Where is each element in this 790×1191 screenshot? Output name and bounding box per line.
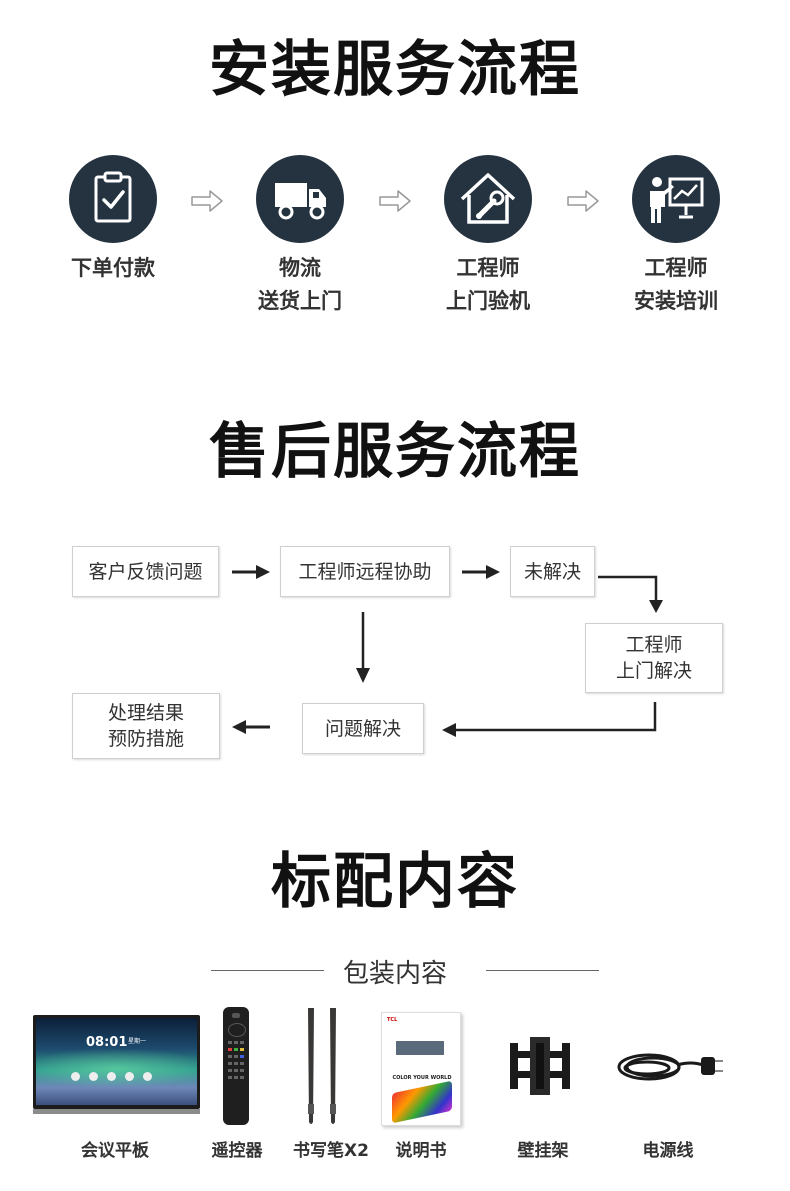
install-title: 安装服务流程 [209, 35, 581, 105]
step-label-training: 工程师 安装培训 [596, 252, 756, 318]
arrow-right-icon [567, 190, 599, 212]
screen-time: 08:01 [86, 1035, 128, 1050]
power-cord-image [617, 1053, 723, 1081]
wall-mount-bracket-image [510, 1037, 570, 1095]
item-label-wall-mount: 壁挂架 [517, 1141, 569, 1161]
arrow-down-icon [356, 612, 370, 683]
step-label-line1: 物流 [279, 256, 321, 280]
step-label-line2: 安装培训 [634, 289, 718, 313]
step-label-line1: 下单付款 [71, 256, 155, 280]
step-label-order: 下单付款 [33, 252, 193, 285]
remote-control-image [223, 1007, 249, 1125]
item-label-power-cord: 电源线 [642, 1141, 694, 1161]
step-label-line1: 工程师 [456, 256, 520, 280]
user-manual-image: TCL COLOR YOUR WORLD [381, 1012, 461, 1126]
aftersales-title: 售后服务流程 [209, 417, 581, 487]
box-customer-feedback: 客户反馈问题 [72, 546, 219, 597]
meeting-panel-image: 08:01 星期一 [33, 1015, 200, 1115]
box-onsite-line1: 工程师 [625, 634, 683, 656]
arrow-right-icon [379, 190, 411, 212]
truck-icon [256, 155, 344, 243]
contents-title: 标配内容 [271, 847, 519, 917]
item-label-panel: 会议平板 [81, 1141, 149, 1161]
box-result-prevention: 处理结果 预防措施 [72, 693, 220, 759]
box-remote-assist: 工程师远程协助 [280, 546, 450, 597]
step-label-inspect: 工程师 上门验机 [408, 252, 568, 318]
step-label-line1: 工程师 [644, 256, 708, 280]
step-label-line2: 送货上门 [258, 289, 342, 313]
step-label-line2: 上门验机 [446, 289, 530, 313]
item-label-remote: 遥控器 [211, 1141, 263, 1161]
arrow-right-icon [191, 190, 223, 212]
clipboard-check-icon [69, 155, 157, 243]
flow-connectors [232, 565, 663, 737]
manual-brand-logo: TCL [387, 1017, 398, 1023]
box-onsite-solve: 工程师 上门解决 [585, 623, 723, 693]
arrow-right-icon [462, 565, 500, 579]
house-wrench-icon [444, 155, 532, 243]
divider-line [486, 970, 599, 971]
item-label-manual: 说明书 [395, 1141, 447, 1161]
arrow-right-icon [232, 565, 270, 579]
step-label-shipping: 物流 送货上门 [220, 252, 380, 318]
screen-date: 星期一 [128, 1038, 147, 1045]
item-label-pens: 书写笔X2 [293, 1141, 369, 1161]
contents-subtitle: 包装内容 [342, 959, 447, 989]
box-onsite-line2: 上门解决 [615, 660, 692, 682]
box-problem-solved: 问题解决 [302, 703, 424, 754]
presentation-trainer-icon [632, 155, 720, 243]
divider-line [211, 970, 324, 971]
box-unsolved: 未解决 [510, 546, 595, 597]
stylus-pens-image [308, 1008, 336, 1124]
arrow-left-icon [232, 720, 270, 734]
box-result-line2: 预防措施 [107, 728, 184, 750]
manual-slogan: COLOR YOUR WORLD [392, 1075, 452, 1081]
box-result-line1: 处理结果 [107, 702, 184, 724]
elbow-arrow-down-icon [598, 575, 663, 613]
elbow-arrow-left-icon [442, 702, 657, 737]
